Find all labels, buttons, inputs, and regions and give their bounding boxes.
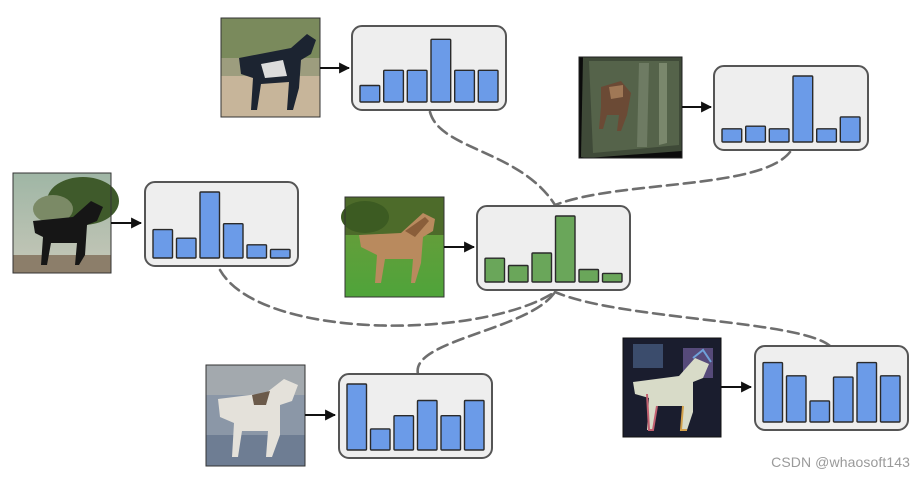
histogram-top-right xyxy=(714,66,868,150)
histogram-bar xyxy=(455,70,475,102)
histogram-bar xyxy=(177,238,197,258)
connector-top-to-center xyxy=(430,112,555,205)
augmented-image-bottom-right xyxy=(623,338,721,437)
watermark-text: CSDN @whaosoft143 xyxy=(771,454,910,470)
histogram-bar xyxy=(418,401,438,451)
histogram-bar xyxy=(532,253,552,282)
histogram-bar xyxy=(603,273,623,282)
histogram-bar xyxy=(485,258,505,282)
histogram-bar xyxy=(763,363,783,422)
histogram-bar xyxy=(465,401,485,451)
histogram-bar xyxy=(271,249,291,258)
histogram-bar xyxy=(224,224,244,258)
histogram-bar xyxy=(556,216,576,282)
histogram-bar xyxy=(431,39,451,102)
histogram-bar xyxy=(394,416,414,450)
histogram-bar xyxy=(793,76,813,142)
histogram-bottom xyxy=(339,374,492,458)
histogram-bar xyxy=(817,129,837,142)
histogram-bar xyxy=(857,363,877,422)
histogram-bar xyxy=(407,70,427,102)
histogram-left xyxy=(145,182,298,266)
histogram-bar xyxy=(787,376,807,422)
histogram-bar xyxy=(347,384,367,450)
histogram-bar xyxy=(384,70,404,102)
histogram-bar xyxy=(746,126,766,142)
histogram-bar xyxy=(810,401,830,422)
augmented-image-left xyxy=(13,173,119,273)
histogram-top xyxy=(352,26,506,110)
histogram-bar xyxy=(153,230,173,258)
augmented-image-top xyxy=(221,18,320,117)
connector-topright-to-center xyxy=(555,152,790,205)
histogram-bar xyxy=(579,270,599,283)
histogram-bar xyxy=(200,192,220,258)
histogram-bar xyxy=(769,129,789,142)
histogram-bar xyxy=(509,266,529,283)
histogram-bar xyxy=(840,117,860,142)
histogram-bottom-right xyxy=(755,346,908,430)
histogram-bar xyxy=(247,245,267,258)
histogram-bar xyxy=(441,416,461,450)
histogram-bar xyxy=(360,86,380,103)
histogram-center xyxy=(477,206,630,290)
connector-bottom-to-center xyxy=(418,292,555,374)
histogram-bar xyxy=(881,376,901,422)
original-image-center xyxy=(341,197,444,297)
augmented-image-bottom xyxy=(206,365,305,466)
histogram-bar xyxy=(371,429,391,450)
augmented-image-top-right xyxy=(579,57,682,158)
histogram-bar xyxy=(722,129,742,142)
histogram-bar xyxy=(834,377,854,422)
histogram-bar xyxy=(478,70,498,102)
